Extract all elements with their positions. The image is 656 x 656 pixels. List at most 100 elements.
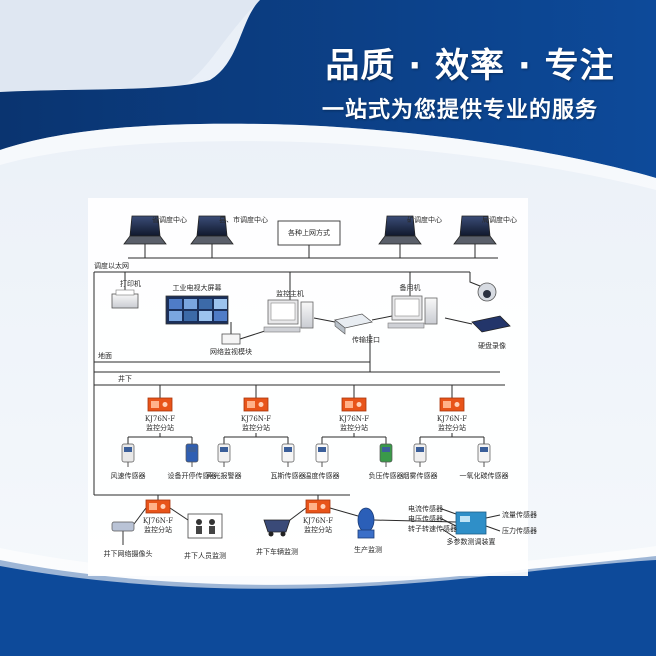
sensor-label: 负压传感器 — [368, 472, 404, 480]
laptop-icon — [190, 215, 234, 245]
substation-model-label: KJ76N-F — [240, 415, 272, 423]
recorder-icon — [471, 315, 511, 333]
hub-output-line — [485, 525, 501, 532]
backup-recorder-line — [444, 317, 473, 325]
laptop-icon — [453, 215, 497, 245]
vehicle-cable — [289, 507, 307, 521]
ground-label: 地面 — [98, 352, 112, 360]
hub-link-line — [373, 519, 457, 523]
banner-highlight — [0, 123, 656, 190]
personnel-cable — [169, 507, 189, 521]
hub-output-label: 流量传感器 — [502, 511, 537, 519]
banner-light-corner — [0, 0, 260, 92]
hub-input-line — [441, 518, 457, 527]
backup-label: 备用机 — [399, 284, 421, 292]
sensor-label: 风速传感器 — [110, 472, 146, 480]
tv-screen — [169, 299, 182, 309]
tv-screen — [169, 311, 182, 321]
host-switch-line — [313, 317, 336, 323]
network-label: 调度以太网 — [94, 262, 129, 270]
dome-camera-icon — [477, 282, 497, 302]
bottom-substation-name: 监控分站 — [304, 526, 332, 534]
tv-screen — [214, 311, 227, 321]
tagline: 一站式为您提供专业的服务 — [321, 98, 598, 123]
top-computer-label: 局调度中心 — [482, 216, 517, 224]
router-host-line — [239, 329, 269, 340]
personnel-monitor-icon — [187, 513, 223, 539]
bottom-device-label: 井下人员监测 — [184, 552, 226, 560]
top-computer-label: 矿调度中心 — [407, 216, 442, 224]
substation-icon — [341, 397, 367, 412]
printer-label: 打印机 — [120, 280, 141, 288]
sensor-icon — [315, 443, 329, 467]
hub-input-line — [441, 528, 457, 539]
switch-backup-line — [371, 315, 393, 321]
hub-input-line — [441, 508, 457, 515]
substation-name-label: 监控分站 — [242, 424, 270, 432]
bottom-device-label: 生产监测 — [354, 546, 382, 554]
underground-label: 井下 — [118, 375, 132, 383]
hub-output-label: 压力传感器 — [502, 527, 537, 535]
tv-screen — [199, 299, 212, 309]
monitor-host-icon — [263, 299, 314, 333]
multi-parameter-hub-icon — [455, 511, 487, 535]
substation-icon — [243, 397, 269, 412]
hub-input-label: 电压传感器 — [408, 515, 443, 523]
camera-line — [469, 272, 481, 287]
sensor-label: 烟雾传感器 — [402, 472, 438, 480]
bottom-substation-icon — [145, 499, 171, 514]
tv-screen — [184, 311, 197, 321]
tv-screen — [199, 311, 212, 321]
router-label: 网络监视模块 — [210, 348, 252, 356]
sensor-label: 声光报警器 — [206, 472, 242, 480]
camera-cable — [133, 507, 147, 525]
footer-wave-light — [0, 546, 656, 589]
substation-name-label: 监控分站 — [340, 424, 368, 432]
substation-icon — [147, 397, 173, 412]
tv-screen — [184, 299, 197, 309]
footer-wave — [0, 556, 656, 656]
substation-name-label: 监控分站 — [146, 424, 174, 432]
sensor-label: 设备开停传感器 — [167, 472, 217, 480]
top-computer-label: 县、市调度中心 — [219, 216, 268, 224]
top-computer-label: 省调度中心 — [152, 216, 187, 224]
recorder-label: 硬盘录像 — [478, 342, 506, 350]
tv-screen — [214, 299, 227, 309]
sensor-label: 瓦斯传感器 — [270, 472, 306, 480]
tv-wall-label: 工业电视大屏幕 — [172, 284, 222, 292]
hub-output-line — [485, 514, 501, 519]
bottom-device-label: 多参数测调装置 — [446, 538, 496, 546]
banner-shape — [0, 0, 656, 178]
switch-label: 传输接口 — [352, 336, 380, 344]
router-icon — [221, 333, 241, 345]
bottom-substation-name: 监控分站 — [144, 526, 172, 534]
production-cable — [329, 507, 359, 517]
substation-model-label: KJ76N-F — [338, 415, 370, 423]
hub-input-label: 电流传感器 — [408, 505, 443, 513]
substation-model-label: KJ76N-F — [436, 415, 468, 423]
substation-name-label: 监控分站 — [438, 424, 466, 432]
sensor-icon — [281, 443, 295, 467]
bottom-substation-icon — [305, 499, 331, 514]
hub-input-label: 转子转速传感器 — [408, 525, 457, 533]
bottom-substation-model: KJ76N-F — [142, 517, 174, 525]
substation-icon — [439, 397, 465, 412]
laptop-icon — [123, 215, 167, 245]
sensor-icon — [217, 443, 231, 467]
bottom-device-label: 井下车辆监测 — [256, 548, 298, 556]
underground-camera-icon — [111, 521, 135, 545]
sensor-icon — [121, 443, 135, 467]
laptop-icon — [378, 215, 422, 245]
bottom-device-label: 井下网络摄像头 — [103, 550, 153, 558]
internet-access-box — [277, 220, 341, 246]
backup-host-icon — [387, 295, 438, 329]
production-equipment-icon — [357, 507, 375, 539]
sensor-label: 一氧化碳传感器 — [459, 472, 509, 480]
monitor-host-label: 监控主机 — [276, 290, 304, 298]
sensor-icon — [379, 443, 393, 467]
internet-box-label: 各种上网方式 — [288, 229, 330, 237]
bottom-substation-model: KJ76N-F — [302, 517, 334, 525]
substation-model-label: KJ76N-F — [144, 415, 176, 423]
sensor-icon — [477, 443, 491, 467]
